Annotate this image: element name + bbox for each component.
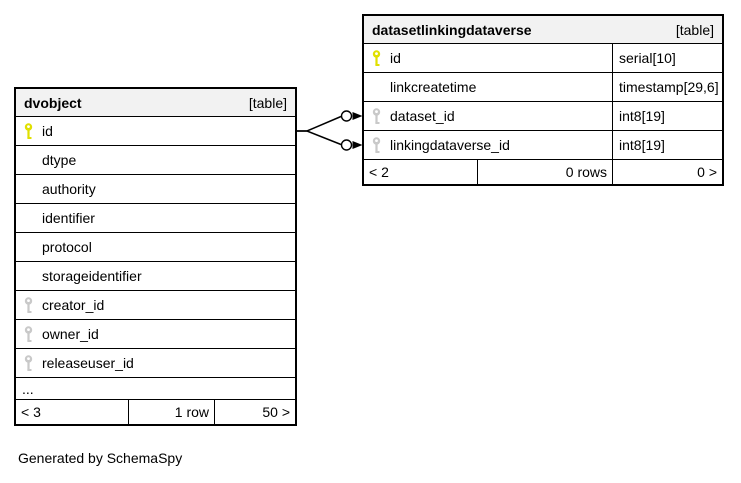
table-name[interactable]: datasetlinkingdataverse xyxy=(372,21,532,38)
foreign-key-icon xyxy=(24,354,33,371)
table-node-dvobject[interactable]: dvobject [table] id dtype authority iden… xyxy=(14,87,297,426)
primary-key-icon xyxy=(24,122,33,139)
column-row-authority: authority xyxy=(16,175,295,204)
column-name: storageidentifier xyxy=(42,268,142,284)
column-row-protocol: protocol xyxy=(16,233,295,262)
column-name: dataset_id xyxy=(390,108,455,124)
fk-edge-linkingdataverse-id xyxy=(297,130,363,151)
column-type: serial[10] xyxy=(612,44,722,72)
column-row-creator-id: creator_id xyxy=(16,291,295,320)
foreign-key-icon xyxy=(24,296,33,313)
generated-by-caption: Generated by SchemaSpy xyxy=(18,450,183,466)
hidden-columns-ellipsis: ... xyxy=(16,378,295,400)
footer-row-count: 0 rows xyxy=(478,160,613,184)
footer-children-count: 50 > xyxy=(262,404,290,420)
column-name: creator_id xyxy=(42,297,105,313)
foreign-key-icon xyxy=(24,325,33,342)
column-name: identifier xyxy=(42,210,95,226)
table-type-badge: [table] xyxy=(675,21,714,38)
ellipsis-text: ... xyxy=(22,380,34,397)
footer-row-count: 1 row xyxy=(129,400,215,424)
column-type: int8[19] xyxy=(612,102,722,130)
column-name: id xyxy=(390,50,401,66)
column-row-dataset-id: dataset_id int8[19] xyxy=(364,102,722,131)
column-row-identifier: identifier xyxy=(16,204,295,233)
column-row-storageidentifier: storageidentifier xyxy=(16,262,295,291)
primary-key-icon xyxy=(372,49,381,66)
column-row-releaseuser-id: releaseuser_id xyxy=(16,349,295,378)
column-name: releaseuser_id xyxy=(42,355,134,371)
column-name: owner_id xyxy=(42,326,99,342)
column-row-linkcreatetime: linkcreatetime timestamp[29,6] xyxy=(364,73,722,102)
footer-children-count: 0 > xyxy=(697,164,717,180)
column-type: int8[19] xyxy=(612,131,722,159)
table-header: dvobject [table] xyxy=(16,89,295,117)
foreign-key-icon xyxy=(372,107,381,124)
column-name: id xyxy=(42,123,53,139)
footer-related-tables-count: < 3 xyxy=(16,400,129,424)
column-name: linkcreatetime xyxy=(390,79,477,95)
column-type: timestamp[29,6] xyxy=(612,73,722,101)
column-name: protocol xyxy=(42,239,92,255)
column-row-linkingdataverse-id: linkingdataverse_id int8[19] xyxy=(364,131,722,160)
column-row-id: id xyxy=(16,117,295,146)
footer-related-tables-count: < 2 xyxy=(364,160,478,184)
column-name: dtype xyxy=(42,152,77,168)
table-footer: < 2 0 rows 0 > xyxy=(364,160,722,184)
table-header: datasetlinkingdataverse [table] xyxy=(364,16,722,44)
fk-edge-dataset-id xyxy=(297,110,363,132)
table-footer: < 3 1 row 50 > xyxy=(16,400,295,424)
table-name[interactable]: dvobject xyxy=(24,94,82,111)
table-node-datasetlinkingdataverse[interactable]: datasetlinkingdataverse [table] id seria… xyxy=(362,14,724,186)
column-name: linkingdataverse_id xyxy=(390,137,510,153)
column-row-id: id serial[10] xyxy=(364,44,722,73)
column-row-owner-id: owner_id xyxy=(16,320,295,349)
foreign-key-icon xyxy=(372,136,381,153)
column-row-dtype: dtype xyxy=(16,146,295,175)
table-type-badge: [table] xyxy=(248,94,287,111)
column-name: authority xyxy=(42,181,96,197)
